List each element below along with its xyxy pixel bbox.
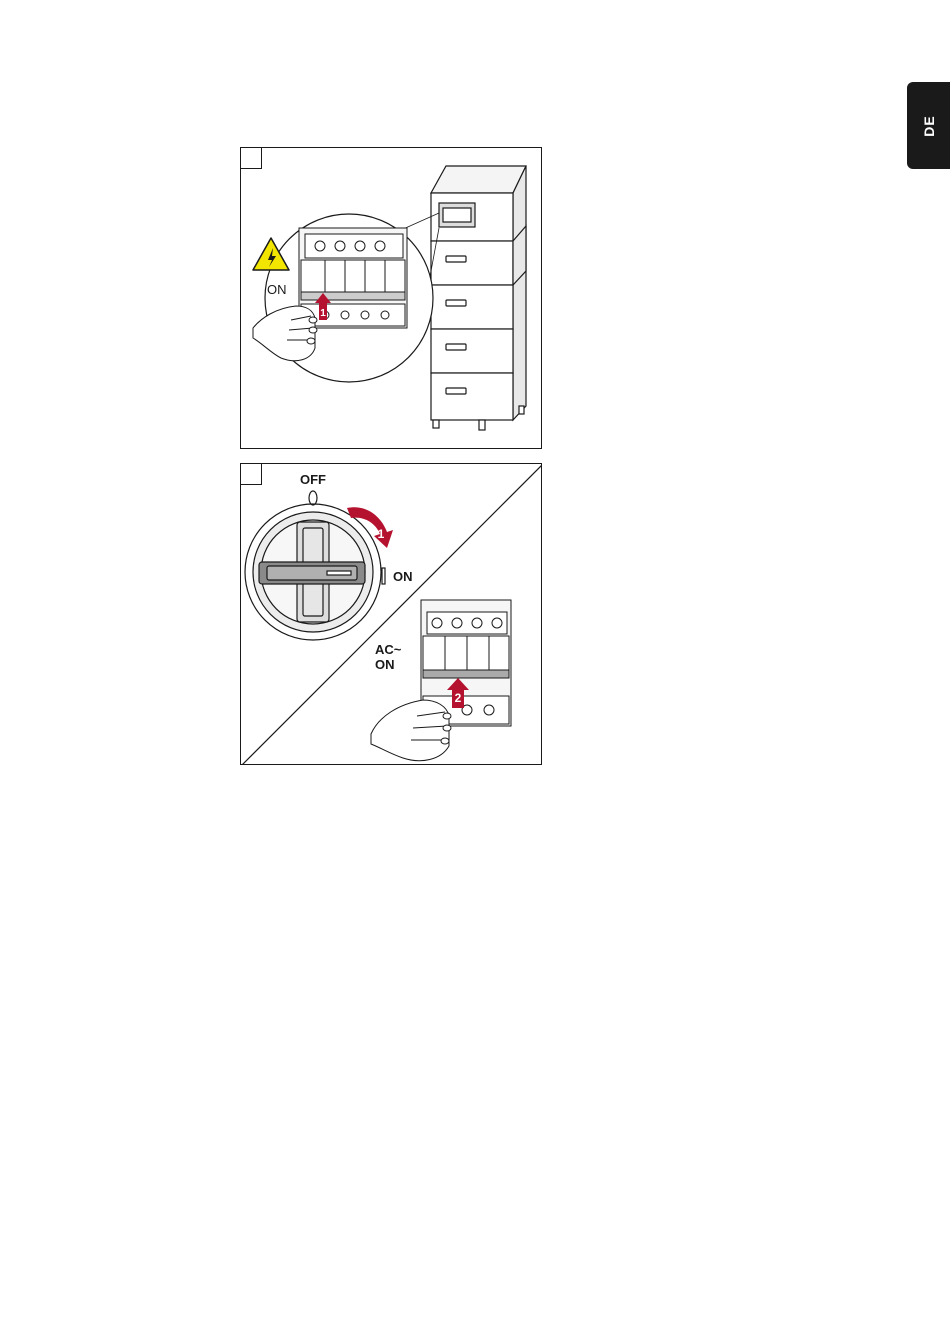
off-position-mark	[309, 491, 317, 505]
push-step-badge: 2	[455, 691, 462, 705]
ac-label-line2: ON	[375, 657, 395, 672]
battery-stack-illustration: 1 ON	[241, 148, 542, 449]
off-label: OFF	[300, 472, 326, 487]
on-label: ON	[393, 569, 413, 584]
switch-illustration: 1 OFF ON	[241, 464, 542, 765]
on-label: ON	[267, 282, 287, 297]
hand-icon	[253, 306, 317, 361]
on-position-mark	[382, 568, 385, 584]
step-badge-1: 1	[320, 308, 326, 319]
rotate-step-badge: 1	[378, 527, 385, 541]
rotary-switch	[245, 504, 381, 640]
hand-icon	[371, 700, 451, 761]
illustration-battery-switch-on: 1 ON	[240, 147, 542, 449]
battery-tower	[431, 166, 526, 430]
language-tab-label: DE	[921, 115, 937, 136]
breaker-block	[299, 228, 407, 328]
illustration-dc-ac-switch-on: 1 OFF ON	[240, 463, 542, 765]
ac-label-line1: AC~	[375, 642, 402, 657]
language-tab[interactable]: DE	[907, 82, 950, 169]
